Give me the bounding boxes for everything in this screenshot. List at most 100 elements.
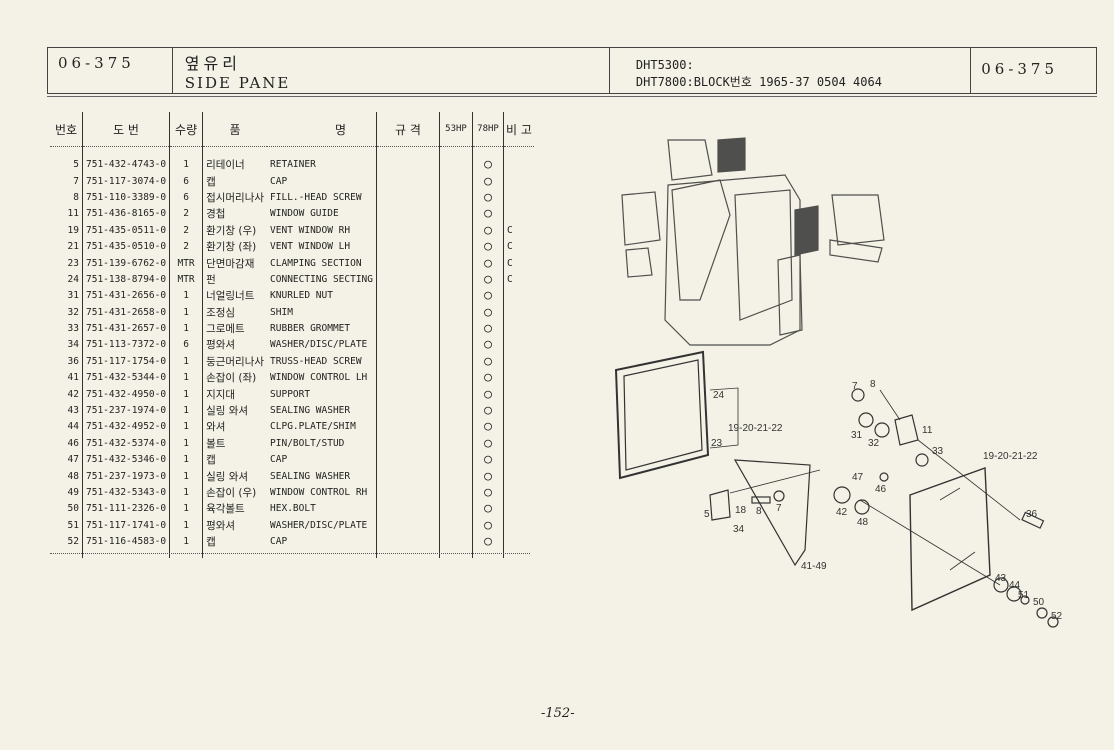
- cell-qty: 2: [169, 206, 203, 223]
- cell-qty: 1: [169, 353, 203, 371]
- cell-h78: ○: [472, 288, 504, 305]
- cell-h53: [439, 353, 473, 371]
- callout-label: 48: [857, 517, 869, 528]
- page-header: 06-375 옆유리 SIDE PANE DHT5300: DHT7800:BL…: [47, 47, 1097, 94]
- cell-h78: ○: [472, 533, 504, 559]
- callout-label: 31: [851, 430, 863, 441]
- cell-rm: [503, 173, 534, 190]
- cell-rm: [503, 146, 534, 174]
- cell-en: CAP: [270, 175, 288, 187]
- cell-pn: 751-431-2656-0: [81, 288, 170, 305]
- cell-pn: 751-117-3074-0: [81, 173, 170, 190]
- cell-rm: [503, 320, 534, 338]
- cab-illustration: [621, 137, 885, 346]
- callout-label: 33: [932, 446, 944, 457]
- cell-rm: [503, 452, 534, 469]
- cell-en: WINDOW CONTROL LH: [270, 372, 368, 384]
- cell-pn: 751-116-4583-0: [81, 533, 170, 559]
- cell-qty: MTR: [169, 255, 203, 272]
- cell-pn: 751-431-2657-0: [81, 320, 170, 338]
- callout-label: 23: [711, 438, 723, 449]
- cell-qty: MTR: [169, 271, 203, 289]
- cell-qty: 1: [169, 468, 203, 485]
- cell-h53: [439, 517, 473, 534]
- callout-label: 52: [1051, 611, 1063, 622]
- cell-rm: [503, 189, 534, 207]
- cell-en: HEX.BOLT: [270, 503, 316, 515]
- cell-pn: 751-436-8165-0: [81, 206, 170, 223]
- cell-rm: [503, 533, 534, 559]
- cell-qty: 1: [169, 452, 203, 469]
- cell-h53: [439, 173, 473, 190]
- col-part-no: 도 번: [81, 112, 170, 147]
- cell-en: CAP: [270, 454, 288, 466]
- cell-rm: [503, 370, 534, 387]
- cell-sp: [376, 173, 440, 190]
- cell-pn: 751-111-2326-0: [81, 501, 170, 518]
- cell-h78: ○: [472, 419, 504, 436]
- cell-no: 7: [73, 175, 79, 187]
- cell-h53: [439, 386, 473, 403]
- cell-sp: [376, 271, 440, 289]
- cell-no: 41: [67, 372, 79, 384]
- callout-label: 36: [1026, 509, 1038, 520]
- cell-qty: 6: [169, 337, 203, 354]
- cell-rm: [503, 288, 534, 305]
- cell-sp: [376, 288, 440, 305]
- cell-ko: 너얼링너트: [202, 288, 268, 305]
- cell-pn: 751-237-1974-0: [81, 402, 170, 420]
- cell-h78: ○: [472, 337, 504, 354]
- cell-sp: [376, 468, 440, 485]
- cell-ko: 실링 와셔: [202, 468, 268, 485]
- cell-no: 5: [73, 159, 79, 171]
- cell-no: 44: [67, 421, 79, 433]
- cell-en: PIN/BOLT/STUD: [270, 437, 345, 449]
- callout-label: 34: [733, 524, 745, 535]
- cell-qty: 1: [169, 386, 203, 403]
- cell-ko: 접시머리나사: [202, 189, 268, 207]
- cell-h78: ○: [472, 146, 504, 174]
- side-pane-glass: [909, 467, 991, 612]
- cell-rm: [503, 419, 534, 436]
- cell-no: 43: [67, 405, 79, 417]
- cell-rm: C: [503, 255, 534, 272]
- cell-ko: 와셔: [202, 419, 268, 436]
- cell-rm: [503, 206, 534, 223]
- cell-no: 33: [67, 323, 79, 335]
- cell-rm: [503, 353, 534, 371]
- cell-no: 52: [67, 536, 79, 548]
- cell-ko: 환기창 (좌): [202, 238, 268, 256]
- cell-h53: [439, 189, 473, 207]
- cell-pn: 751-435-0511-0: [81, 222, 170, 239]
- cell-h78: ○: [472, 304, 504, 321]
- cell-qty: 2: [169, 222, 203, 239]
- cell-pn: 751-110-3389-0: [81, 189, 170, 207]
- cell-no: 48: [67, 470, 79, 482]
- cell-h53: [439, 337, 473, 354]
- cell-ko: 환기창 (우): [202, 222, 268, 239]
- model-line-1: DHT5300:: [635, 58, 694, 72]
- cell-h53: [439, 501, 473, 518]
- callout-label: 11: [922, 425, 933, 436]
- cell-qty: 1: [169, 402, 203, 420]
- cell-qty: 1: [169, 435, 203, 453]
- cell-sp: [376, 435, 440, 453]
- cell-h78: ○: [472, 206, 504, 223]
- divider: [47, 96, 1097, 97]
- cell-en: RUBBER GROMMET: [270, 323, 351, 335]
- cell-ko: 캡: [202, 173, 268, 190]
- col-remark: 비 고: [503, 112, 534, 147]
- cell-qty: 1: [169, 484, 203, 502]
- col-spec: 규 격: [376, 112, 440, 147]
- cell-ko: 손잡이 (우): [202, 484, 268, 502]
- col-name-ko: 품: [202, 112, 268, 147]
- cell-pn: 751-117-1754-0: [81, 353, 170, 371]
- callout-label: 42: [836, 507, 848, 518]
